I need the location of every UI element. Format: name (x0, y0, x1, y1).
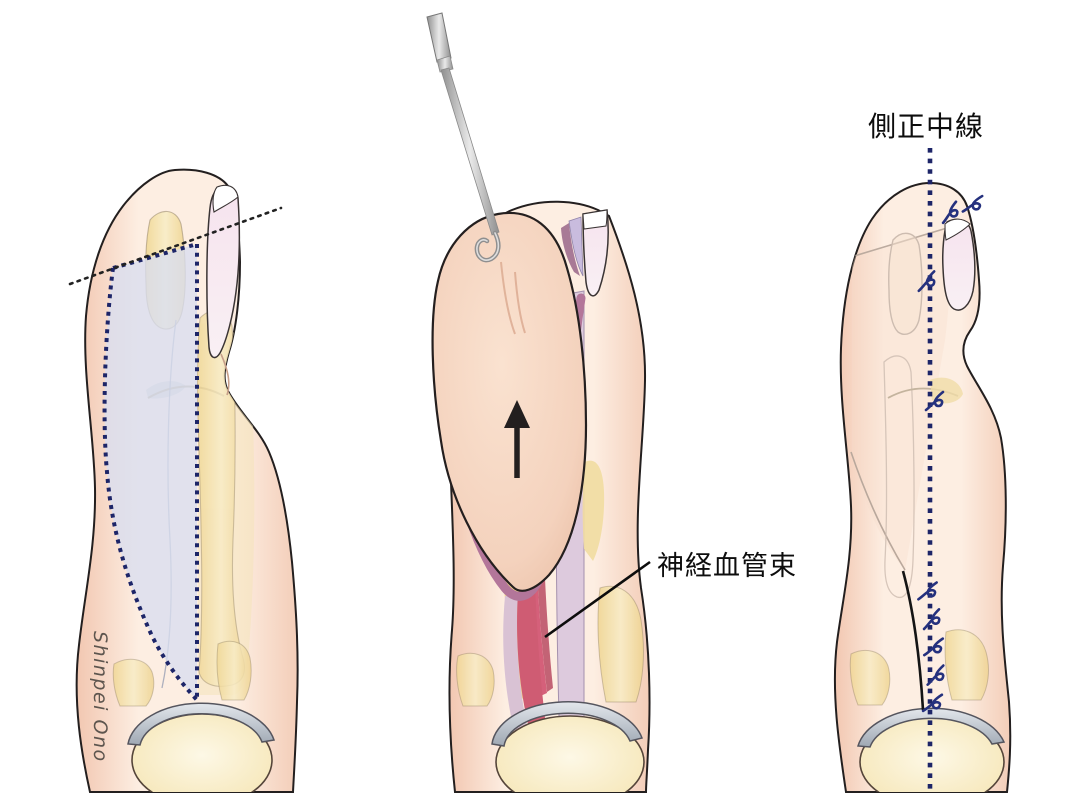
label-pointer-line (544, 560, 651, 639)
phalanx-flare-left (849, 650, 891, 706)
condyle-bone-head (495, 715, 645, 792)
fingernail (942, 218, 976, 311)
panel-flap-design: Shinpei Ono (68, 168, 299, 793)
elevation-arrow-icon (504, 400, 530, 478)
artist-signature: Shinpei Ono (89, 631, 111, 763)
nail-free-edge (944, 218, 971, 241)
suture-line (901, 570, 925, 711)
lateral-midline-label: 側正中線 (868, 110, 984, 143)
sutured-flap-tint (852, 228, 951, 570)
distal-phalanx-ghost (888, 232, 923, 335)
fingernail (582, 209, 609, 297)
cartilage-crescent (857, 707, 1006, 748)
phalanx-flare-right (944, 629, 989, 701)
phalanx-flare-right (597, 585, 644, 703)
panel-flap-sutured: 側正中線 (833, 110, 1012, 793)
phalanx-flare-left (112, 658, 155, 707)
wound-lower-lavender (503, 594, 530, 741)
wound-lower-red (517, 586, 545, 738)
nail-fold-crease (220, 353, 230, 396)
elevated-flap (431, 211, 588, 592)
panel-flap-elevation: 神経血管束 (426, 12, 797, 793)
skin-hook-icon (426, 12, 501, 263)
flap-design-overlay (104, 244, 197, 700)
fingernail (206, 185, 241, 359)
nail-free-edge (212, 184, 239, 213)
nail-free-edge (582, 209, 608, 230)
cartilage-crescent (127, 702, 275, 746)
phalanx-flare-right (216, 640, 252, 701)
lavender-sliver (568, 216, 584, 277)
neurovascular-bundle-label: 神経血管束 (657, 551, 797, 582)
cartilage-crescent (491, 701, 643, 747)
flap-seam-curve (850, 451, 906, 571)
mauve-sliver (561, 223, 580, 276)
flap-incision-dotted-outline (102, 242, 199, 702)
phalanx-flare-left (456, 652, 495, 707)
exposed-bone-strip (582, 460, 605, 561)
flap-creases (500, 261, 526, 335)
transverse-dotted-line (68, 206, 283, 286)
